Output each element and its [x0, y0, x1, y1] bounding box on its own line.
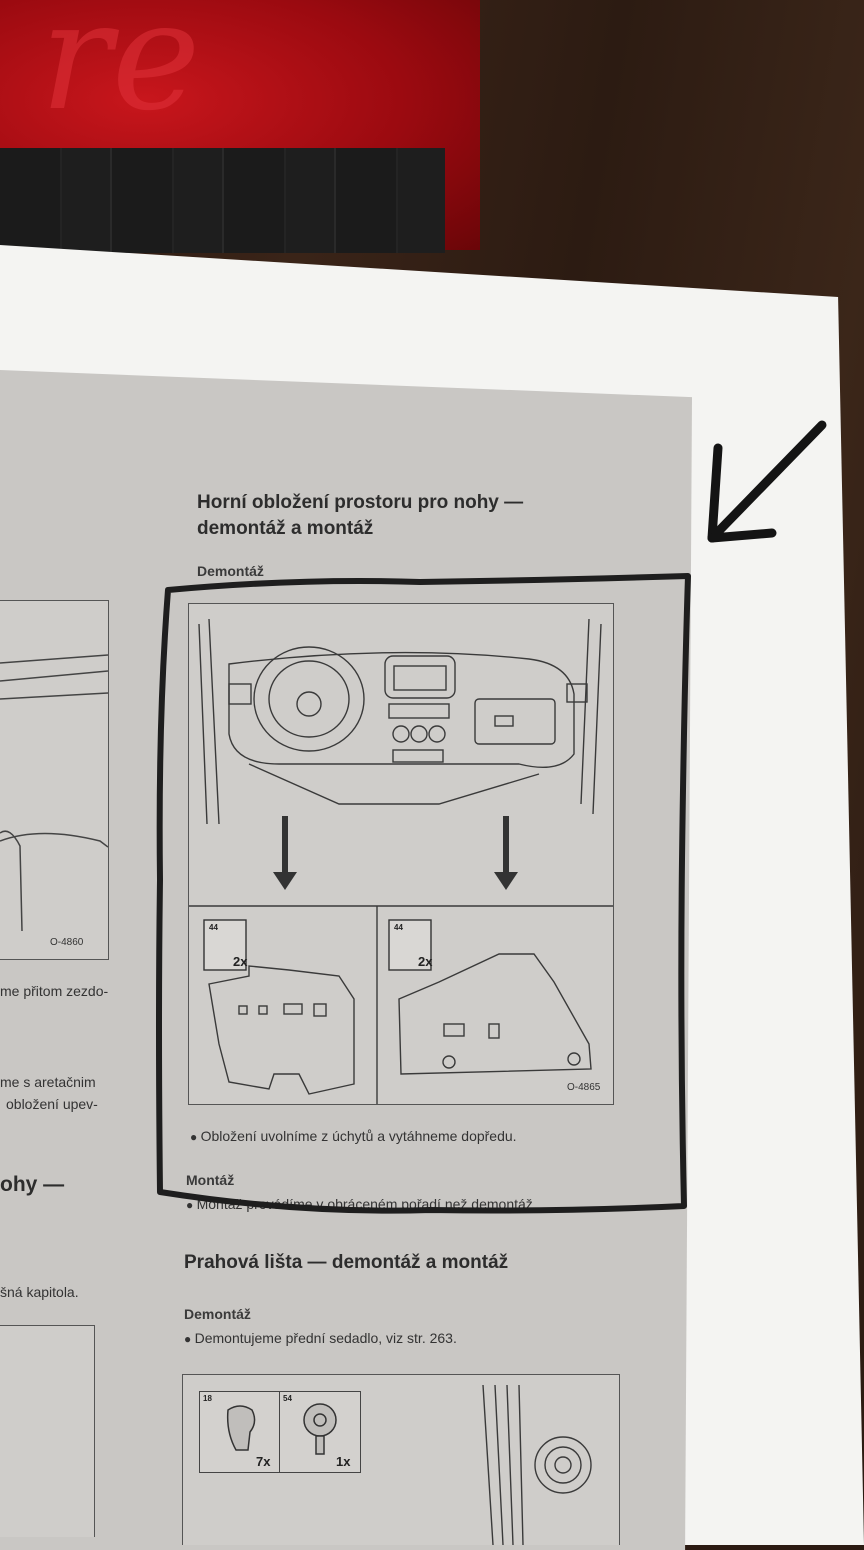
left-heading-fragment: ohy —	[0, 1173, 65, 1196]
left-text-line: me přitom zezdo-	[0, 983, 109, 999]
dashboard-drawing	[189, 618, 613, 1104]
left-figure-drawing	[0, 654, 109, 932]
screw-icon	[303, 1403, 337, 1455]
section2-remove-step: Demontujeme přední sedadlo, viz str. 263…	[184, 1330, 457, 1346]
demontaz-label: Demontáž	[197, 563, 264, 579]
remove-step: Obložení uvolníme z úchytů a vytáhneme d…	[190, 1128, 517, 1144]
sill-drawing	[482, 1384, 592, 1545]
screw-thumbnail: 54 1x	[279, 1391, 361, 1473]
left-figure: O-4860	[0, 600, 109, 960]
marker-arrow-icon	[707, 420, 827, 543]
figure-code: O-4865	[567, 1082, 601, 1093]
clip-number: 18	[203, 1394, 212, 1403]
left-text-line: me s aretačnim	[0, 1074, 96, 1090]
montaz-label: Montáž	[186, 1172, 235, 1188]
clip-number: 44	[209, 923, 218, 932]
clip-count: 7x	[256, 1454, 271, 1469]
sill-figure: 18 7x 54 1x	[182, 1374, 620, 1545]
clip-icon	[226, 1405, 256, 1451]
clip-number: 44	[394, 923, 403, 932]
left-bottom-figure	[0, 1325, 95, 1537]
clip-count: 2x	[233, 954, 248, 969]
ribbon-pattern: re	[40, 0, 201, 144]
left-figure-code: O-4860	[50, 937, 84, 948]
marker-frame	[156, 573, 691, 1214]
left-text-line: obložení upev-	[6, 1096, 98, 1112]
dashboard-figure: 44 2x 44 2x O-4865	[188, 603, 614, 1105]
clip-count: 2x	[418, 954, 433, 969]
section2-demontaz-label: Demontáž	[184, 1306, 251, 1322]
section-title: Horní obložení prostoru pro nohy — demon…	[197, 492, 524, 539]
black-strap	[0, 148, 445, 253]
screw-number: 54	[283, 1394, 292, 1403]
section2-title: Prahová lišta — demontáž a montáž	[184, 1252, 509, 1273]
left-text-line: šná kapitola.	[0, 1284, 79, 1300]
clip-thumbnail: 18 7x	[199, 1391, 281, 1473]
screw-count: 1x	[336, 1454, 351, 1469]
